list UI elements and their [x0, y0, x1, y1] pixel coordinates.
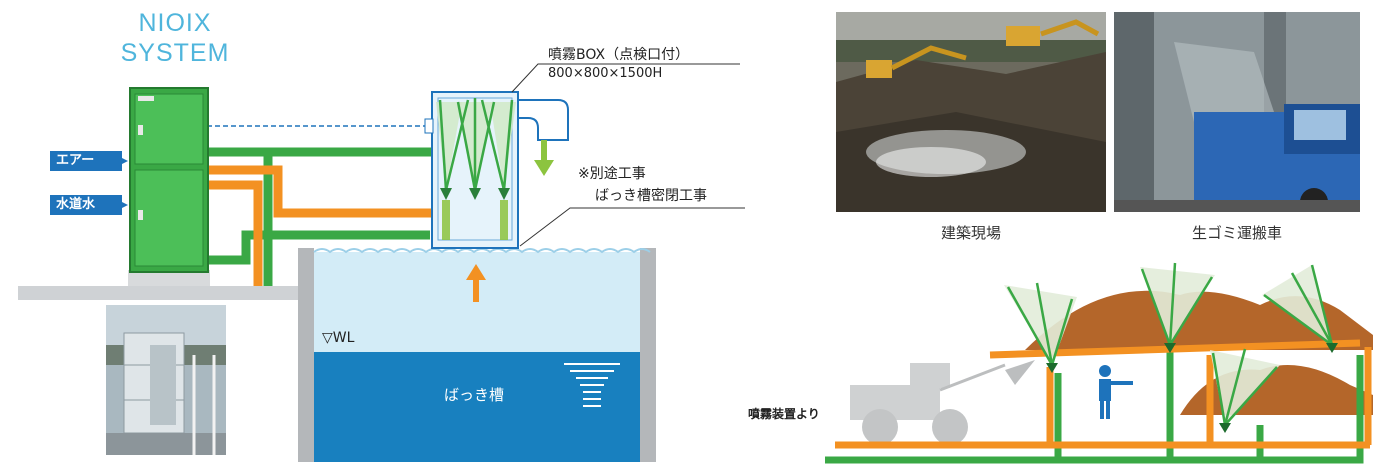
unit-base — [128, 270, 210, 286]
air-tag-pointer-icon — [118, 156, 128, 166]
person-icon — [1099, 365, 1133, 419]
brand-title: NIOIX SYSTEM — [90, 8, 260, 68]
brand-line-2: SYSTEM — [120, 39, 230, 67]
water-tag: 水道水 — [50, 195, 122, 215]
installed-unit-image — [106, 305, 226, 455]
garbage-truck-caption: 生ゴミ運搬車 — [1191, 224, 1282, 242]
spray-box-icon — [424, 91, 569, 249]
floor-slab — [18, 286, 300, 300]
air-tag: エアー — [50, 151, 122, 171]
brand-line-1: NIOIX — [138, 9, 212, 37]
from-sprayer-label: 噴霧装置より — [748, 407, 820, 421]
tank-sealing-note: ばっき槽密閉工事 — [595, 188, 707, 204]
aeration-tank-diagram — [18, 63, 745, 462]
spray-site-diagram — [825, 262, 1373, 464]
construction-site-caption: 建築現場 — [940, 224, 1001, 242]
odor-up-arrow-icon — [466, 264, 486, 302]
nioix-unit-icon — [129, 87, 209, 273]
spray-box-title: 噴霧BOX（点検口付） — [548, 47, 690, 63]
construction-site-photo — [836, 12, 1106, 212]
tank-name-label: ばっき槽 — [444, 386, 505, 404]
loader-vehicle-icon — [850, 360, 1035, 445]
green-pipes — [207, 147, 440, 286]
garbage-truck-photo — [1114, 12, 1360, 212]
spray-box-size: 800×800×1500H — [548, 66, 663, 81]
water-tag-pointer-icon — [118, 200, 128, 210]
installed-unit-photo — [106, 305, 226, 455]
air-label: エアー — [56, 153, 95, 168]
tap-water-label: 水道水 — [56, 197, 96, 212]
separate-work-note: ※別途工事 — [578, 166, 646, 182]
spray-nozzles — [1004, 262, 1338, 433]
garbage-truck-image — [1114, 12, 1360, 212]
construction-site-image — [836, 12, 1106, 212]
orange-pipes — [207, 165, 440, 286]
water-level-label: ▽WL — [322, 330, 355, 346]
